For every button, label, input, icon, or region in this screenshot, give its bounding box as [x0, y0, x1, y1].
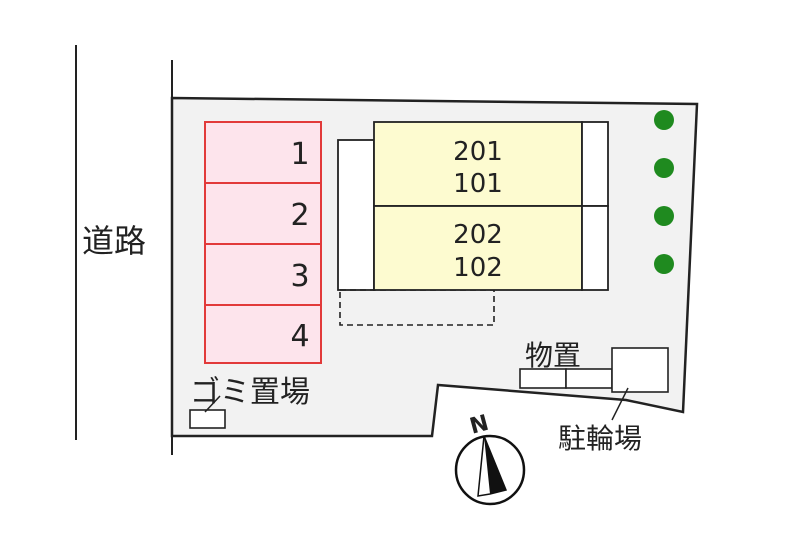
storage-box-2	[565, 368, 613, 389]
compass-north-label: N	[467, 411, 491, 440]
parking-space-2	[204, 182, 322, 245]
unit-101: 101	[453, 169, 503, 199]
bike-parking-label: 駐輪場	[558, 422, 642, 455]
north-arrow-fill	[484, 436, 506, 494]
bike-parking-area	[611, 347, 669, 393]
parking-space-1	[204, 121, 322, 184]
bike-parking-leader	[611, 387, 629, 421]
tree-icon	[654, 206, 674, 226]
parking-number-2: 2	[290, 198, 309, 233]
tree-icon	[654, 158, 674, 178]
parking-space-4	[204, 304, 322, 364]
storage-label: 物置	[525, 339, 581, 372]
garbage-leader	[204, 395, 221, 413]
corridor	[337, 139, 375, 291]
storage-box-1	[519, 368, 567, 389]
dashed-area	[339, 289, 495, 326]
unit-202: 202	[453, 220, 503, 250]
garbage-box	[189, 409, 226, 429]
parking-number-1: 1	[290, 137, 309, 172]
building-block: 201 101 202 102	[373, 121, 609, 291]
unit-102: 102	[453, 253, 503, 283]
unit-201: 201	[453, 137, 503, 167]
tree-icon	[654, 110, 674, 130]
road-label: 道路	[82, 222, 146, 260]
tree-icon	[654, 254, 674, 274]
balcony-upper	[581, 121, 609, 207]
parking-number-4: 4	[290, 319, 309, 354]
building-unit-201-101	[373, 121, 583, 207]
compass: N	[454, 411, 526, 506]
building-unit-202-102	[373, 205, 583, 291]
garbage-label: ゴミ置場	[190, 375, 310, 410]
balcony-lower	[581, 205, 609, 291]
parking-number-3: 3	[290, 259, 309, 294]
parking-area: 1 2 3 4	[204, 121, 322, 364]
